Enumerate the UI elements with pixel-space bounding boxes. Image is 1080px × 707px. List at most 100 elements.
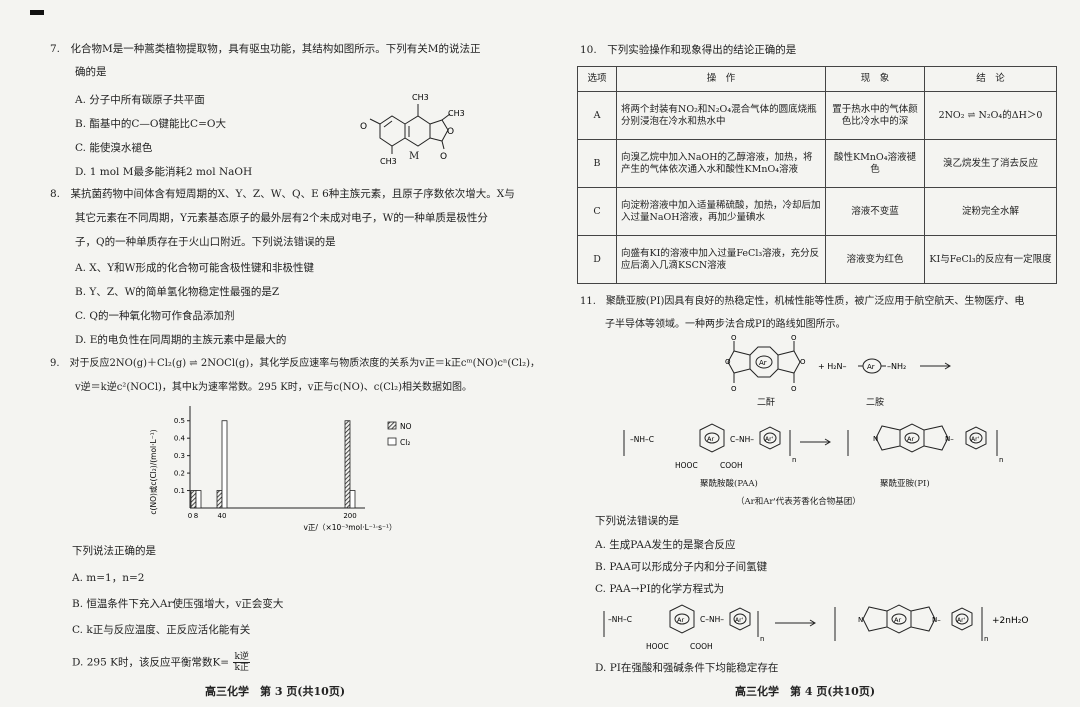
q8-option-c: C. Q的一种氧化物可作食品添加剂 [75,310,235,322]
chart-bar-no-8 [190,490,197,509]
ar-label: Ar [677,616,684,624]
footer-page-3: 高三化学 第 3 页(共10页) [205,685,346,698]
c-nh-label: C–NH– [730,435,754,444]
q9-fraction-numerator: k逆 [233,652,250,663]
structure-ch3-top: CH3 [412,93,429,102]
compound-m-structure: CH3 O CH3 CH3 O O [360,93,465,166]
ar-prime-label: Ar' [735,617,744,624]
hooc-label: HOOC [675,461,698,470]
q9-stem-line2: v逆＝k逆c²(NOCl)，其中k为速率常数。295 K时，v正与c(NO)、c… [75,382,472,393]
q10-title: 10. 下列实验操作和现象得出的结论正确的是 [580,44,797,56]
diamine-label: 二胺 [866,398,885,408]
q7-option-b: B. 酯基中的C—O键能比C=O大 [75,118,226,130]
ar-label: Ar [707,435,714,443]
row-operation: 向淀粉溶液中加入适量稀硫酸，加热，冷却后加入过量NaOH溶液，再加少量碘水 [616,187,826,236]
chart-bar-cl2-40 [221,420,228,509]
diamine-formula: + H₂N– [818,362,846,371]
cooh-label: COOH [720,461,743,470]
subscript-n: n [984,635,988,643]
q11-option-c: C. PAA→PI的化学方程式为 [595,583,725,595]
q11-option-a: A. 生成PAA发生的是聚合反应 [595,539,736,551]
chart-bar-cl2-200 [349,490,356,509]
page-3: 7. 化合物M是一种蒿类植物提取物，具有驱虫功能，其结构如图所示。下列有关M的说… [50,43,540,698]
table-row: B 向溴乙烷中加入NaOH的乙醇溶液，加热，将产生的气体依次通入水和酸性KMnO… [577,139,1057,188]
row-conclusion: 溴乙烷发生了消去反应 [924,139,1057,188]
n-label: N– [932,616,941,624]
subscript-n: n [760,635,764,643]
chart-legend-swatch [387,437,397,446]
nh2-label: –NH₂ [887,362,906,371]
hooc-label: HOOC [646,642,669,651]
q11-option-b: B. PAA可以形成分子内和分子间氢键 [595,561,768,573]
pi-label: 聚酰亚胺(PI) [880,479,930,489]
nh-c-label: –NH–C [608,615,632,624]
q9-option-d-text: D. 295 K时，该反应平衡常数K= [72,656,230,669]
ar-prime-label: Ar [867,363,875,371]
table-header-phenomenon: 现 象 [825,66,925,92]
ar-label: Ar [894,616,901,624]
q9-option-a: A. m=1，n=2 [72,572,145,584]
footer-page-4: 高三化学 第 4 页(共10页) [735,685,876,698]
q10-table: 选项 操 作 现 象 结 论 A 将两个封装有NO₂和N₂O₄混合气体的圆底烧瓶… [577,66,1057,284]
cooh-label: COOH [690,642,713,651]
row-option: D [577,235,617,284]
ar-note: （Ar和Ar'代表芳香化合物基团） [736,497,861,507]
row-conclusion: 淀粉完全水解 [924,187,1057,236]
q8-stem-line2: 其它元素在不同周期，Y元素基态原子的最外层有2个未成对电子，W的一种单质是极性分 [75,212,488,224]
chart-y-axis-label: c(NO)或c(Cl₂)/(mol·L⁻¹) [148,429,158,514]
chart-legend-swatch [387,421,397,430]
chart-y-tick-label: 0.2 [174,470,185,478]
chart-x-tick-label: 200 [343,512,356,520]
row-conclusion: 2NO₂ ⇌ N₂O₄的ΔH＞0 [924,91,1057,140]
structure-o-keto: O [440,152,447,162]
o-label: O [791,385,797,393]
table-header-option: 选项 [577,66,617,92]
q8-option-b: B. Y、Z、W的简单氢化物稳定性最强的是Z [75,286,280,298]
q11-question: 下列说法错误的是 [595,515,679,527]
ar-prime-label: Ar' [957,617,966,624]
chart-x-tick-label: 0 [188,512,192,520]
table-row: D 向盛有KI的溶液中加入过量FeCl₃溶液，充分反应后滴入几滴KSCN溶液 溶… [577,235,1057,284]
corner-mark [30,10,44,15]
water-product: +2nH₂O [992,616,1028,626]
table-row: C 向淀粉溶液中加入适量稀硫酸，加热，冷却后加入过量NaOH溶液，再加少量碘水 … [577,187,1057,236]
chart-legend-label: NO [400,422,412,431]
page-4: 10. 下列实验操作和现象得出的结论正确的是 选项 操 作 现 象 结 论 A … [540,0,1080,707]
table-row: A 将两个封装有NO₂和N₂O₄混合气体的圆底烧瓶分别浸泡在冷水和热水中 置于热… [577,91,1057,140]
q7-option-d: D. 1 mol M最多能消耗2 mol NaOH [75,166,253,178]
o-label: O [800,358,806,366]
row-phenomenon: 酸性KMnO₄溶液褪色 [825,139,925,188]
q9-option-b: B. 恒温条件下充入Ar使压强增大，v正会变大 [72,598,284,610]
q9-question: 下列说法正确的是 [72,545,156,557]
paa-to-pi-scheme: –NH–C Ar C–NH– Ar' HOOC COOH n Ar N N– A… [623,423,1003,470]
q9-fraction: k逆 k正 [233,652,250,673]
subscript-n: n [999,456,1003,464]
q8-stem-line1: 8. 某抗菌药物中间体含有短周期的X、Y、Z、W、Q、E 6种主族元素，且原子序… [50,188,515,200]
q11-stem-line2: 子半导体等领域。一种两步法合成PI的路线如图所示。 [605,319,846,330]
paa-label: 聚酰胺酸(PAA) [700,479,758,489]
chart-bar-no-200 [344,420,351,509]
chart-y-tick-label: 0.5 [174,417,185,425]
q7-option-a: A. 分子中所有碳原子共平面 [75,94,205,106]
table-header-operation: 操 作 [616,66,826,92]
q8-option-a: A. X、Y和W形成的化合物可能含极性键和非极性键 [75,262,314,274]
chart-x-axis-label: v正/（×10⁻³mol·L⁻¹·s⁻¹） [303,523,396,532]
row-option: C [577,187,617,236]
q11-stem-line1: 11. 聚酰亚胺(PI)因具有良好的热稳定性，机械性能等性质，被广泛应用于航空航… [580,296,1025,307]
table-header-row: 选项 操 作 现 象 结 论 [577,66,1057,92]
row-option: A [577,91,617,140]
q8-stem-line3: 子，Q的一种单质存在于火山口附近。下列说法错误的是 [75,236,336,248]
q9-option-c: C. k正与反应温度、正反应活化能有关 [72,624,251,636]
structure-o-left: O [360,122,367,132]
q9-stem-line1: 9. 对于反应2NO(g)＋Cl₂(g) ⇌ 2NOCl(g)，其化学反应速率与… [50,358,540,369]
ar-prime-label: Ar' [765,436,774,443]
nh-c-label: –NH–C [630,435,654,444]
n-label: N [858,616,863,624]
q11-option-d: D. PI在强酸和强碱条件下均能稳定存在 [595,662,779,674]
n-label: N– [945,435,954,443]
row-conclusion: KI与FeCl₃的反应有一定限度 [924,235,1057,284]
structure-o-ring: O [447,127,454,137]
table-header-conclusion: 结 论 [924,66,1057,92]
o-label: O [731,334,737,342]
